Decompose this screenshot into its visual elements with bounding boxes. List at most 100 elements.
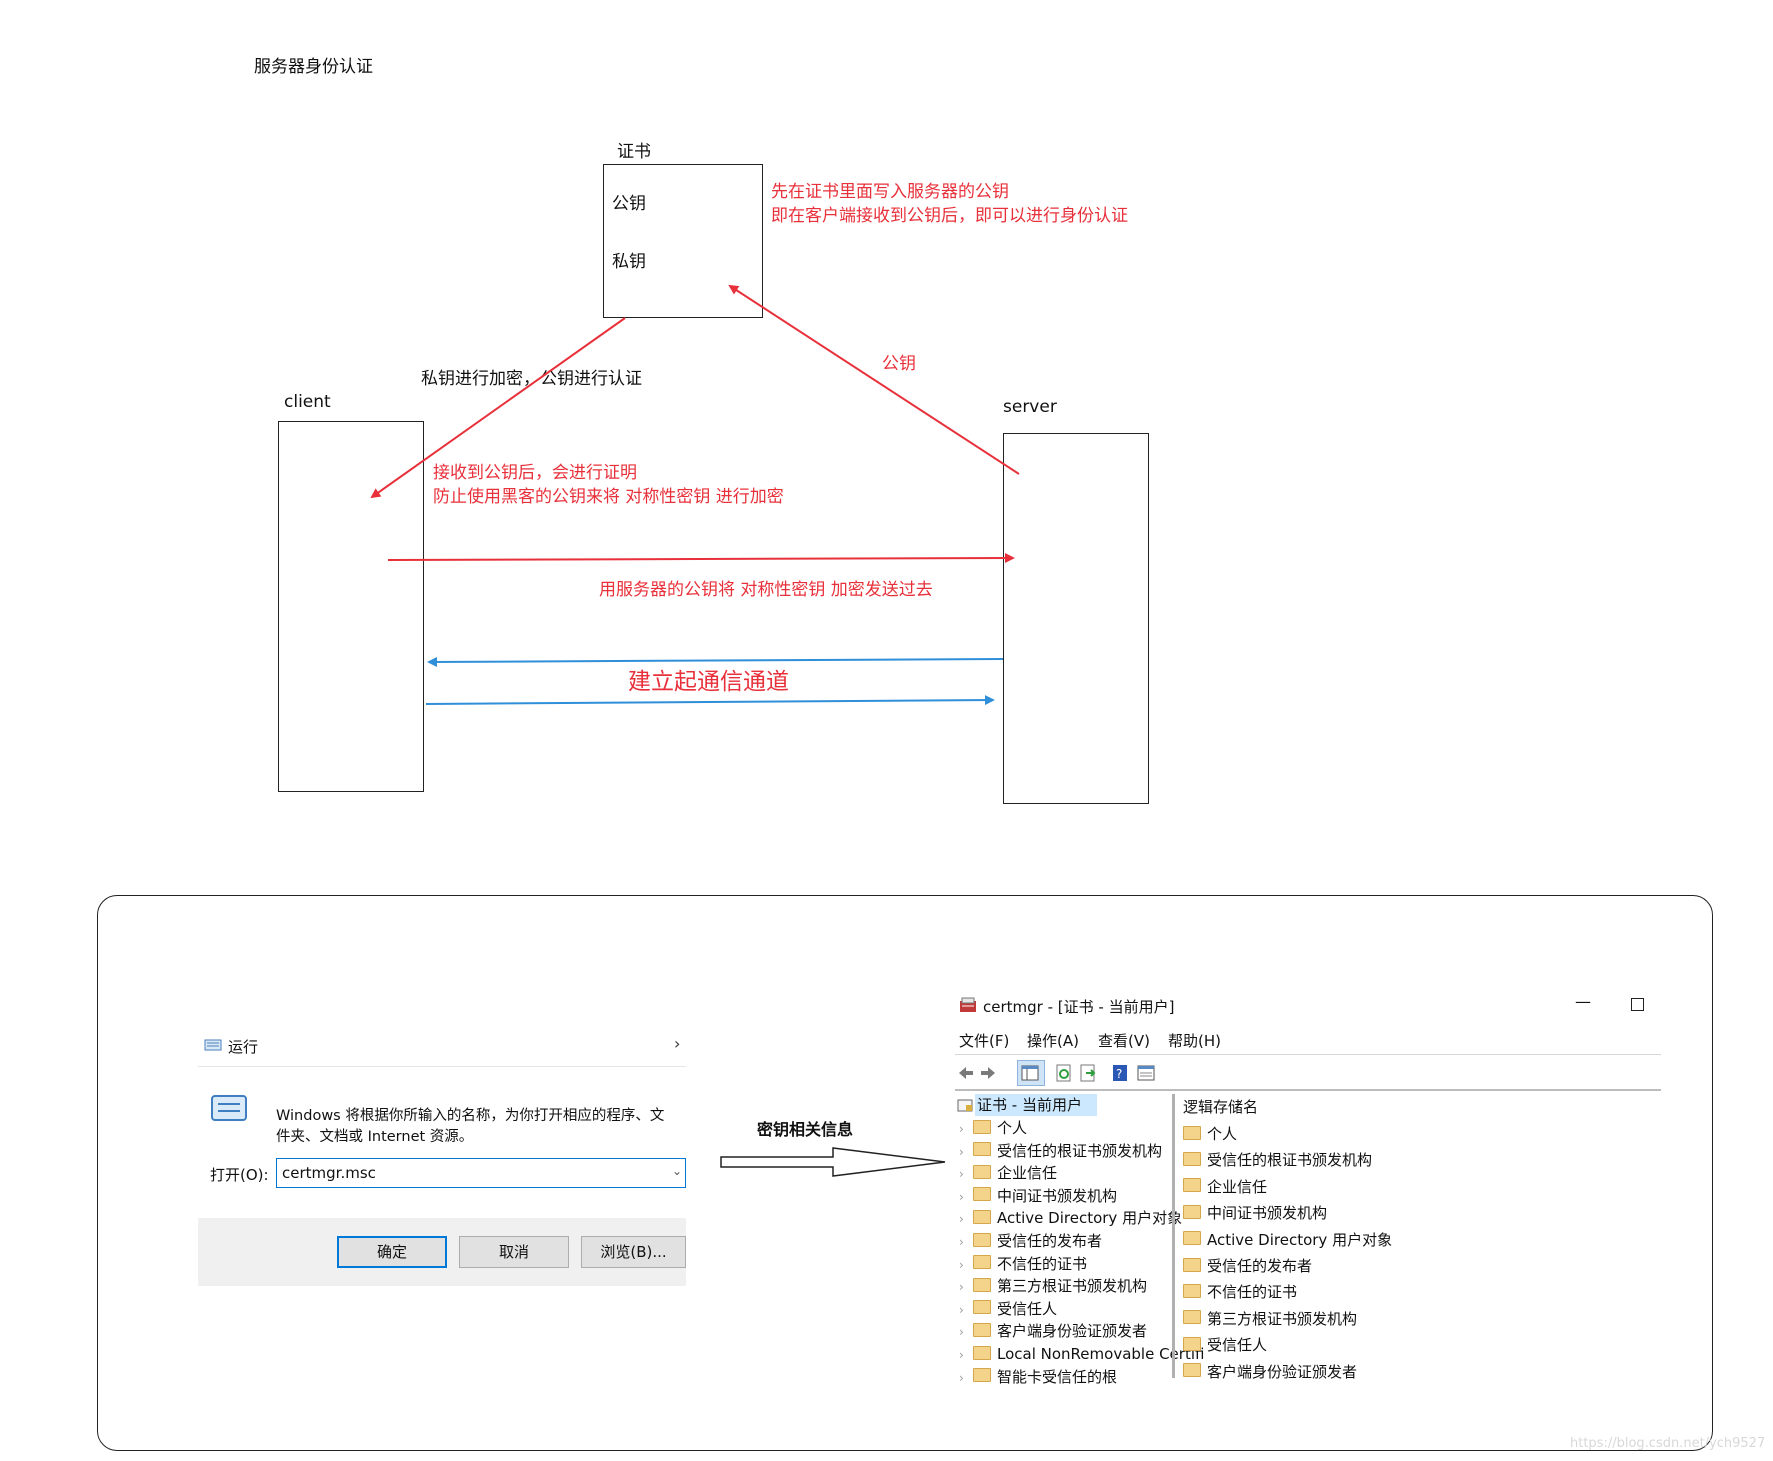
tree-item[interactable]: ›中间证书颁发机构 xyxy=(959,1185,1117,1207)
arrow-public-key-label: 公钥 xyxy=(882,354,916,374)
channel-note: 建立起通信通道 xyxy=(628,669,789,695)
chevron-right-icon[interactable]: › xyxy=(959,1167,964,1182)
minimize-button[interactable]: — xyxy=(1575,992,1591,1011)
tree-root[interactable]: 证书 - 当前用户 xyxy=(977,1096,1082,1114)
client-label: client xyxy=(284,392,331,412)
folder-icon xyxy=(973,1345,991,1360)
open-input[interactable]: certmgr.msc xyxy=(276,1158,686,1188)
folder-icon xyxy=(1183,1257,1201,1272)
folder-icon xyxy=(973,1300,991,1315)
tree-item[interactable]: ›受信任的发布者 xyxy=(959,1230,1102,1252)
tree-item-label: Active Directory 用户对象 xyxy=(997,1209,1183,1228)
folder-icon xyxy=(1183,1125,1201,1140)
store-list-item[interactable]: 个人 xyxy=(1183,1123,1237,1145)
chevron-down-icon[interactable]: ⌄ xyxy=(672,1164,683,1178)
menu-view[interactable]: 查看(V) xyxy=(1098,1032,1150,1050)
tree-item[interactable]: › 企业信任 xyxy=(959,1162,1057,1184)
folder-icon xyxy=(973,1187,991,1202)
tree-item[interactable]: › 受信任的根证书颁发机构 xyxy=(959,1140,1162,1162)
list-header[interactable]: 逻辑存储名 xyxy=(1183,1098,1259,1116)
browse-button[interactable]: 浏览(B)... xyxy=(581,1236,686,1268)
folder-icon xyxy=(1183,1310,1201,1325)
properties-icon[interactable] xyxy=(1137,1064,1155,1082)
tree-item[interactable]: › Local NonRemovable Certifi xyxy=(959,1343,1204,1365)
folder-icon xyxy=(973,1164,991,1179)
chevron-right-icon[interactable]: › xyxy=(959,1235,964,1249)
back-arrow-icon[interactable] xyxy=(957,1064,975,1082)
folder-icon xyxy=(973,1277,991,1292)
chevron-right-icon[interactable]: › xyxy=(959,1212,964,1227)
tree-item[interactable]: ›不信任的证书 xyxy=(959,1253,1087,1275)
chevron-right-icon[interactable]: › xyxy=(959,1257,964,1272)
store-list-item[interactable]: 客户端身份验证颁发者 xyxy=(1183,1361,1357,1383)
folder-icon xyxy=(973,1255,991,1270)
forward-arrow-icon[interactable] xyxy=(979,1064,997,1082)
chevron-right-icon[interactable]: › xyxy=(959,1280,964,1295)
tree-item-label: 第三方根证书颁发机构 xyxy=(997,1277,1148,1296)
store-list-item[interactable]: 中间证书颁发机构 xyxy=(1183,1202,1327,1224)
console-tree-icon[interactable] xyxy=(1021,1064,1039,1082)
tree-item[interactable]: › 第三方根证书颁发机构 xyxy=(959,1275,1147,1297)
tree-item-label: Local NonRemovable Certifi xyxy=(997,1345,1205,1363)
chevron-right-icon[interactable]: › xyxy=(959,1370,964,1385)
help-icon[interactable]: ? xyxy=(1111,1064,1129,1082)
maximize-button[interactable] xyxy=(1631,998,1644,1011)
tree-item[interactable]: ›智能卡受信任的根 xyxy=(959,1366,1117,1388)
refresh-icon[interactable] xyxy=(1055,1064,1073,1082)
store-list-item-label: 企业信任 xyxy=(1207,1177,1268,1196)
menu-action[interactable]: 操作(A) xyxy=(1027,1032,1079,1050)
cert-note-line1: 先在证书里面写入服务器的公钥 xyxy=(771,182,1009,202)
folder-icon xyxy=(973,1119,991,1134)
arrow-client-to-server xyxy=(387,553,1015,564)
run-title: 运行 xyxy=(228,1038,259,1056)
watermark: https://blog.csdn.net/ych9527 xyxy=(1570,1436,1766,1451)
folder-icon xyxy=(973,1368,991,1383)
store-list-item-label: 受信任的根证书颁发机构 xyxy=(1207,1151,1373,1170)
chevron-right-icon[interactable]: › xyxy=(959,1348,964,1362)
run-large-icon xyxy=(211,1095,247,1121)
client-note-line1: 接收到公钥后，会进行证明 xyxy=(433,463,637,483)
store-list-item-label: 第三方根证书颁发机构 xyxy=(1207,1309,1358,1328)
cert-public-key: 公钥 xyxy=(612,194,646,214)
cancel-button[interactable]: 取消 xyxy=(459,1236,569,1268)
run-description-line2: 件夹、文档或 Internet 资源。 xyxy=(276,1129,474,1145)
ok-button[interactable]: 确定 xyxy=(337,1236,447,1268)
chevron-right-icon[interactable]: › xyxy=(959,1302,964,1317)
folder-icon xyxy=(1183,1204,1201,1219)
chevron-right-icon[interactable]: › xyxy=(959,1122,964,1136)
tree-root-highlight xyxy=(975,1094,1097,1116)
chevron-right-icon[interactable]: › xyxy=(959,1144,964,1159)
chevron-right-icon[interactable]: › xyxy=(959,1325,964,1340)
tree-item-label: 企业信任 xyxy=(997,1164,1058,1183)
pane-splitter[interactable] xyxy=(1172,1094,1175,1378)
menu-help[interactable]: 帮助(H) xyxy=(1168,1032,1221,1050)
bottom-panel xyxy=(97,895,1713,1451)
menu-file[interactable]: 文件(F) xyxy=(959,1032,1010,1050)
tree-root-icon xyxy=(957,1099,973,1112)
store-list-item[interactable]: 企业信任 xyxy=(1183,1176,1267,1198)
store-list-item[interactable]: 第三方根证书颁发机构 xyxy=(1183,1308,1357,1330)
tree-item[interactable]: ›个人 xyxy=(959,1117,1027,1139)
svg-text:?: ? xyxy=(1116,1067,1122,1081)
chevron-right-icon[interactable]: › xyxy=(959,1189,964,1204)
store-list-item[interactable]: 受信任人 xyxy=(1183,1334,1267,1356)
folder-icon xyxy=(973,1142,991,1157)
folder-icon xyxy=(973,1322,991,1337)
tree-item[interactable]: ›客户端身份验证颁发者 xyxy=(959,1320,1147,1342)
open-label: 打开(O): xyxy=(210,1166,269,1184)
run-dialog: 运行 › Windows 将根据你所输入的名称，为你打开相应的程序、文 件夹、文… xyxy=(198,1024,686,1286)
client-box xyxy=(278,421,424,792)
close-icon[interactable]: › xyxy=(674,1034,681,1053)
store-list-item[interactable]: Active Directory 用户对象 xyxy=(1183,1229,1392,1251)
folder-icon xyxy=(973,1209,991,1224)
export-icon[interactable] xyxy=(1079,1064,1097,1082)
store-list-item-label: 不信任的证书 xyxy=(1207,1283,1298,1302)
folder-icon xyxy=(973,1232,991,1247)
tree-item[interactable]: ›受信任人 xyxy=(959,1298,1057,1320)
tree-item-label: 受信任的根证书颁发机构 xyxy=(997,1141,1163,1160)
store-list-item[interactable]: 受信任的发布者 xyxy=(1183,1255,1312,1277)
store-list-item[interactable]: 受信任的根证书颁发机构 xyxy=(1183,1149,1372,1171)
tree-item[interactable]: › Active Directory 用户对象 xyxy=(959,1207,1182,1229)
store-list-item[interactable]: 不信任的证书 xyxy=(1183,1281,1297,1303)
